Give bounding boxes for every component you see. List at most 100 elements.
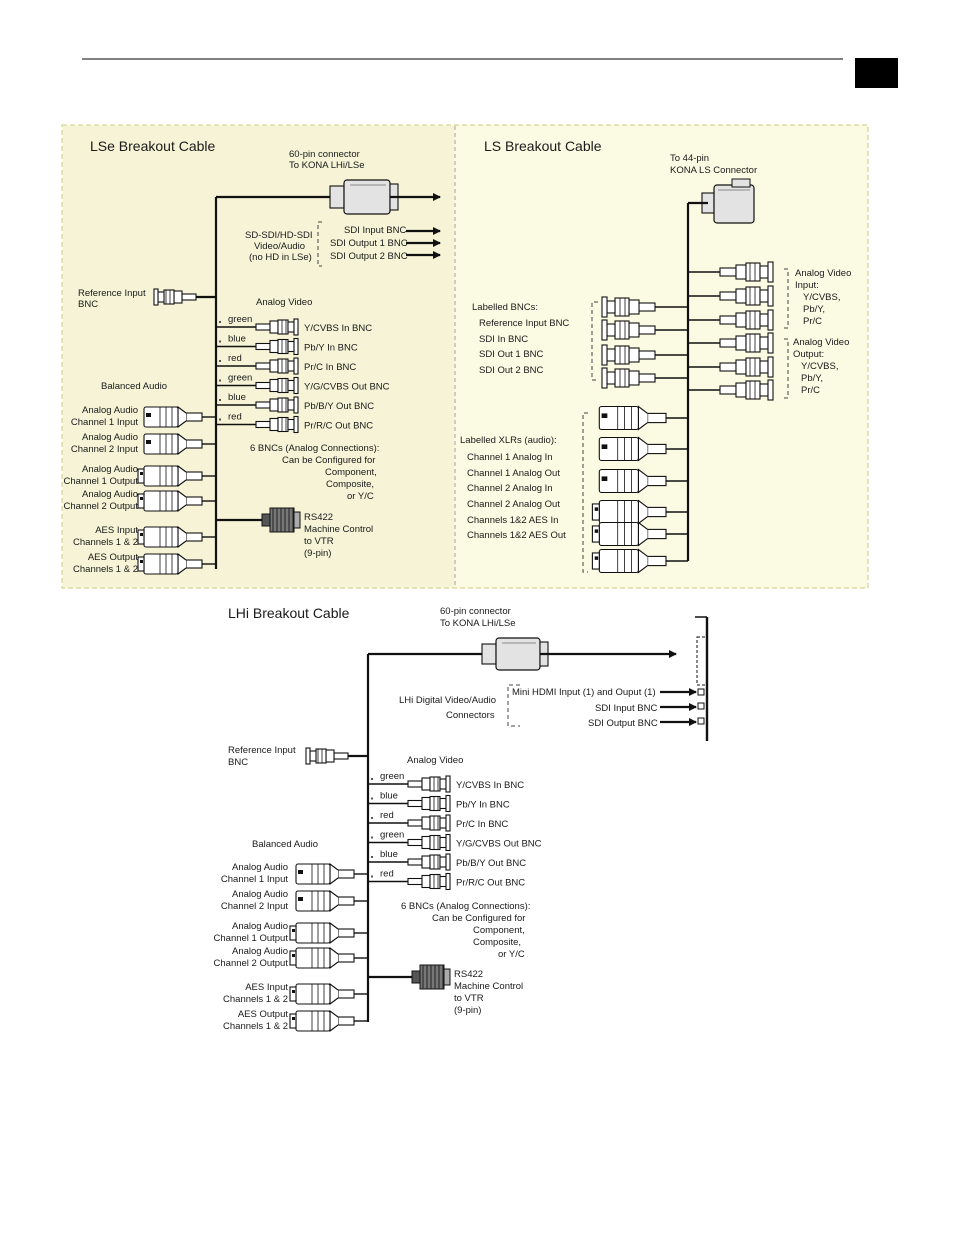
lhi-bnc-1	[407, 794, 451, 813]
lse-bnc-label-5: Pr/R/C Out BNC	[304, 421, 373, 432]
lhi-audio-label-4-line1: AES Input	[245, 982, 288, 993]
lhi-audio-label-3-line1: Analog Audio	[232, 946, 288, 957]
lse-six-bnc-line3: Component,	[325, 467, 377, 478]
ls-left-bnc-2	[601, 344, 656, 366]
lse-rs422-line1: RS422	[304, 512, 333, 523]
ls-xlr-item-3: Channel 2 Analog Out	[467, 499, 560, 510]
lhi-rs422-line1: RS422	[454, 969, 483, 980]
lhi-bnc-label-3: Y/G/CVBS Out BNC	[456, 839, 542, 850]
lse-bnc-color-3: green	[228, 373, 252, 384]
ls-xlr-0	[598, 405, 667, 431]
lse-balanced-audio-label: Balanced Audio	[101, 381, 167, 392]
ls-analog-bnc-group	[688, 261, 774, 401]
lhi-bnc-color-0: green	[380, 771, 404, 782]
lhi-bnc-label-0: Y/CVBS In BNC	[456, 780, 524, 791]
ls-xlr-item-2: Channel 2 Analog In	[467, 483, 553, 494]
ls-analog-in-line2: Input:	[795, 280, 819, 291]
lse-bnc-label-0: Y/CVBS In BNC	[304, 323, 372, 334]
lhi-digital-label-2: SDI Output BNC	[588, 718, 658, 729]
lse-bnc-label-1: Pb/Y In BNC	[304, 343, 358, 354]
lhi-bnc-label-4: Pb/B/Y Out BNC	[456, 858, 526, 869]
lhi-audio-label-5-line2: Channels 1 & 2	[223, 1021, 288, 1032]
lhi-audio-label-1-line1: Analog Audio	[232, 889, 288, 900]
lhi-audio-label-4-line2: Channels 1 & 2	[223, 994, 288, 1005]
lhi-bnc-color-2: red	[380, 810, 394, 821]
lhi-title: LHi Breakout Cable	[228, 605, 350, 621]
ls-analog-out-bracket	[784, 338, 789, 399]
lhi-rs422-line2: Machine Control	[454, 981, 523, 992]
ls-analog-in-line1: Analog Video	[795, 268, 851, 279]
lse-six-bnc-line4: Composite,	[326, 479, 374, 490]
ls-dsub	[701, 178, 755, 224]
lse-audio-label-3-line1: Analog Audio	[82, 489, 138, 500]
lhi-digital-label-1: SDI Input BNC	[595, 703, 657, 714]
lse-bnc-color-0: green	[228, 314, 252, 325]
lse-connector-line2: To KONA LHi/LSe	[289, 160, 365, 171]
lse-sdi-label-2: SDI Output 2 BNC	[330, 251, 408, 262]
lhi-digital-label-0: Mini HDMI Input (1) and Ouput (1)	[512, 687, 656, 698]
lhi-audio-label-0-line1: Analog Audio	[232, 862, 288, 873]
ls-right-bnc-2	[719, 309, 774, 331]
ls-44pin-connector	[701, 178, 755, 224]
lhi-ref-line2: BNC	[228, 757, 248, 768]
ls-analog-out-line4: Pb/Y,	[801, 373, 823, 384]
ls-analog-in-line5: Pr/C	[803, 316, 822, 327]
lse-six-bnc-line2: Can be Configured for	[282, 455, 375, 466]
ls-analog-in-bracket	[784, 268, 789, 329]
lse-audio-label-5-line2: Channels 1 & 2	[73, 564, 138, 575]
lse-audio-label-1-line1: Analog Audio	[82, 432, 138, 443]
ls-left-bnc-3	[601, 367, 656, 389]
lhi-audio-label-2-line1: Analog Audio	[232, 921, 288, 932]
lhi-audio-xlr-4	[289, 982, 355, 1006]
lse-bnc-label-3: Y/G/CVBS Out BNC	[304, 382, 390, 393]
ls-connector-line1: To 44-pin	[670, 153, 709, 164]
ls-analog-in-line3: Y/CVBS,	[803, 292, 841, 303]
lhi-bnc-color-1: blue	[380, 791, 398, 802]
ls-bnc-item-1: SDI In BNC	[479, 334, 528, 345]
lhi-connector-line1: 60-pin connector	[440, 606, 511, 617]
lhi-bnc-label-5: Pr/R/C Out BNC	[456, 878, 525, 889]
ls-analog-out-line5: Pr/C	[801, 385, 820, 396]
ls-xlr-item-4: Channels 1&2 AES In	[467, 515, 558, 526]
lse-bnc-color-2: red	[228, 353, 242, 364]
ls-bnc-heading: Labelled BNCs:	[472, 302, 538, 313]
lse-sdi-label-1: SDI Output 1 BNC	[330, 238, 408, 249]
lse-audio-xlr-1	[143, 432, 203, 456]
lhi-rs422-body	[411, 964, 451, 990]
lhi-rs422-line3: to VTR	[454, 993, 484, 1004]
lse-ref-line2: BNC	[78, 299, 98, 310]
lse-bnc-3	[255, 376, 299, 395]
lse-rs422-body	[261, 507, 301, 533]
lse-title: LSe Breakout Cable	[90, 138, 216, 154]
lse-sdi-label-0: SDI Input BNC	[344, 225, 406, 236]
lhi-six-bnc-line1: 6 BNCs (Analog Connections):	[401, 901, 530, 912]
lse-section: LSe Breakout Cable 60-pin connector To K…	[64, 138, 441, 576]
lhi-bnc-color-4: blue	[380, 849, 398, 860]
lhi-dsub	[481, 637, 549, 671]
lhi-audio-xlr-5	[289, 1009, 355, 1033]
lhi-bnc-label-2: Pr/C In BNC	[456, 819, 508, 830]
ls-left-bnc-0	[601, 296, 656, 318]
ls-xlr-heading: Labelled XLRs (audio):	[460, 435, 557, 446]
ls-analog-out-line3: Y/CVBS,	[801, 361, 839, 372]
ls-bnc-item-3: SDI Out 2 BNC	[479, 365, 544, 376]
lhi-section: LHi Breakout Cable 60-pin connector To K…	[214, 605, 709, 1033]
lhi-audio-label-2-line2: Channel 1 Output	[214, 933, 289, 944]
lhi-audio-label-1-line2: Channel 2 Input	[221, 901, 288, 912]
ls-analog-out-line2: Output:	[793, 349, 824, 360]
ls-analog-out-line1: Analog Video	[793, 337, 849, 348]
lse-bnc-5	[255, 415, 299, 434]
lse-bnc-label-4: Pb/B/Y Out BNC	[304, 401, 374, 412]
lse-audio-label-3-line2: Channel 2 Output	[64, 501, 139, 512]
lhi-rs422-line4: (9-pin)	[454, 1005, 481, 1016]
lse-audio-xlr-2	[137, 464, 203, 488]
ls-xlr-item-0: Channel 1 Analog In	[467, 452, 553, 463]
lse-ref-bnc	[153, 288, 197, 306]
ls-right-bnc-0	[719, 261, 774, 283]
ls-xlr-4	[591, 521, 667, 547]
lse-connector-line1: 60-pin connector	[289, 149, 360, 160]
lse-bnc-0	[255, 318, 299, 336]
lhi-60pin-connector	[481, 637, 549, 671]
ls-analog-in-line4: Pb/Y,	[803, 304, 825, 315]
